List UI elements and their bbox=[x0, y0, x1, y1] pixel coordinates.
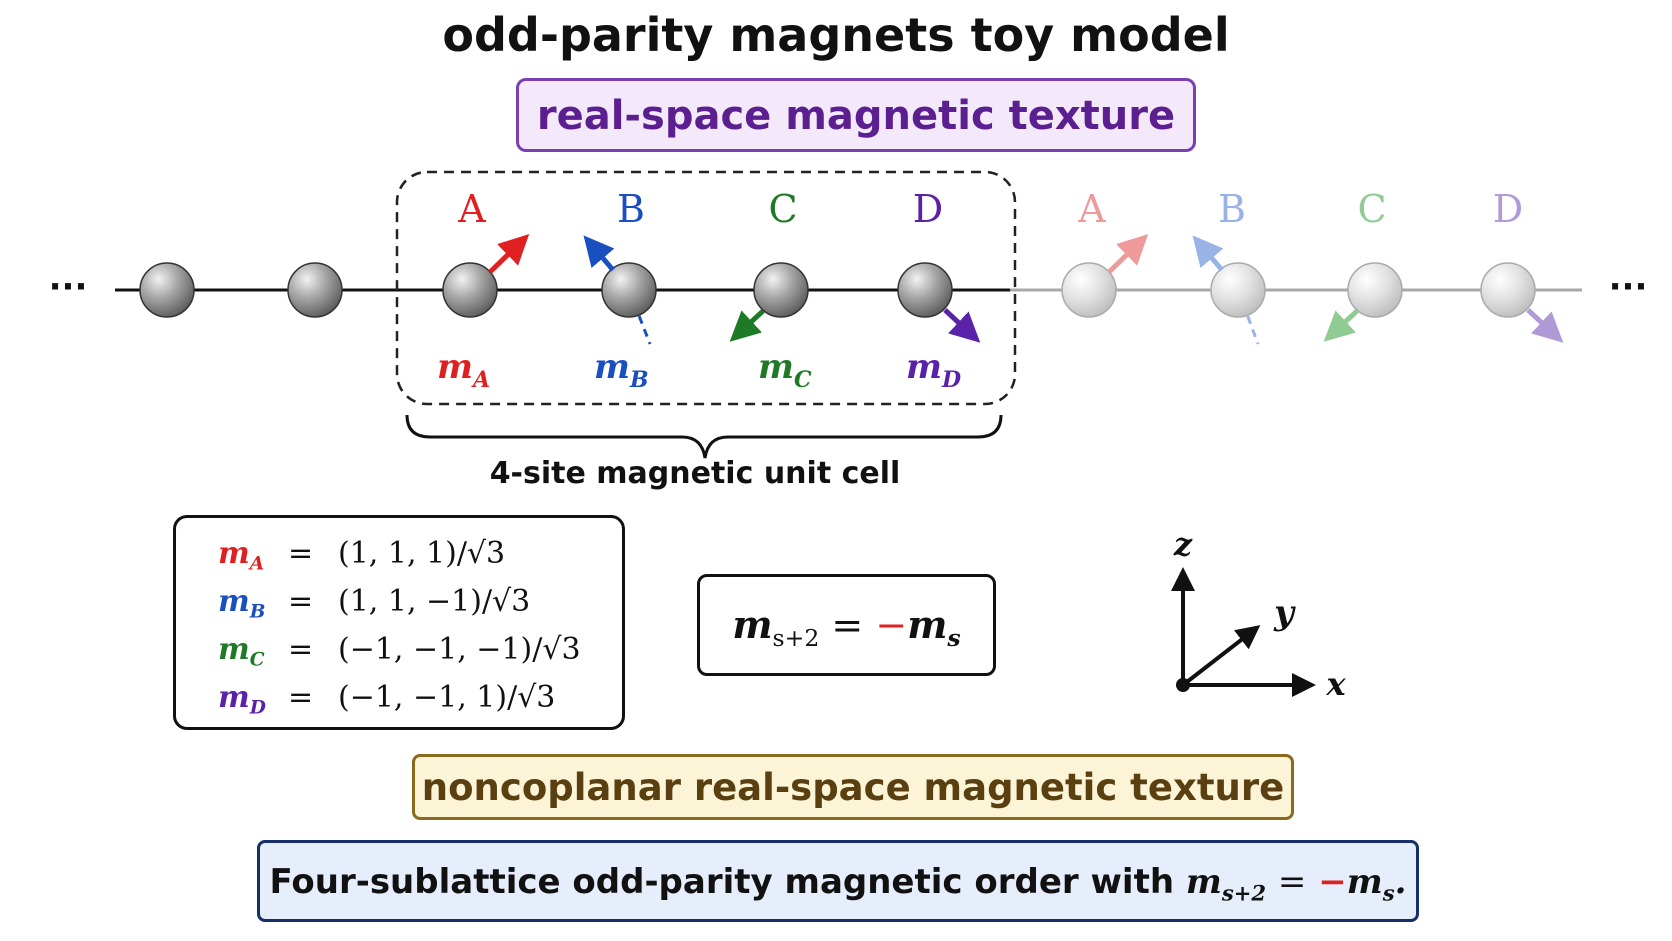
moment-arrow-b bbox=[583, 235, 615, 272]
moment-arrow-a-faded bbox=[1107, 234, 1149, 274]
site-label-a: A bbox=[457, 187, 486, 231]
sphere bbox=[139, 262, 195, 318]
page-title: odd-parity magnets toy model bbox=[442, 8, 1230, 62]
moment-equation-a: mA=(1, 1, 1)/√3 bbox=[218, 536, 506, 575]
site-label-a-faded: A bbox=[1077, 187, 1106, 231]
sphere-b bbox=[601, 262, 657, 318]
moment-value-c: (−1, −1, −1)/√3 bbox=[338, 632, 581, 667]
sphere-b-faded bbox=[1210, 262, 1266, 318]
moment-b-back bbox=[627, 289, 652, 345]
moment-equation-b: mB=(1, 1, −1)/√3 bbox=[218, 584, 531, 623]
moment-arrow-d-faded bbox=[1526, 308, 1564, 343]
unit-cell-label: 4-site magnetic unit cell bbox=[489, 456, 901, 491]
moment-label-d: mD bbox=[906, 347, 961, 393]
relation-box: ms+2 = −ms bbox=[697, 574, 996, 676]
ellipsis-right: ··· bbox=[1609, 267, 1648, 307]
moment-equation-c: mC=(−1, −1, −1)/√3 bbox=[218, 632, 581, 671]
moment-arrow-a bbox=[488, 234, 530, 274]
sphere-c-faded bbox=[1347, 262, 1403, 318]
site-label-b: B bbox=[617, 187, 645, 231]
moment-equations-box: mA=(1, 1, 1)/√3 mB=(1, 1, −1)/√3 mC=(−1,… bbox=[173, 515, 625, 730]
subtitle-noncoplanar-texture: noncoplanar real-space magnetic texture bbox=[412, 754, 1294, 820]
sphere-d-faded bbox=[1480, 262, 1536, 318]
minus-sign: − bbox=[875, 603, 908, 647]
sphere-d bbox=[897, 262, 953, 318]
moment-label-b: mB bbox=[594, 347, 649, 393]
axis-y-arrow bbox=[1181, 625, 1261, 687]
unit-cell-box bbox=[395, 170, 1017, 406]
sphere bbox=[287, 262, 343, 318]
moment-arrow-b-faded bbox=[1192, 235, 1224, 272]
moment-label-c: mC bbox=[758, 347, 812, 393]
summary-banner: Four-sublattice odd-parity magnetic orde… bbox=[257, 840, 1419, 922]
moment-value-d: (−1, −1, 1)/√3 bbox=[338, 680, 556, 715]
site-label-c-faded: C bbox=[1357, 187, 1386, 231]
site-label-c: C bbox=[768, 187, 797, 231]
sphere-a-faded bbox=[1061, 262, 1117, 318]
axis-x-label: x bbox=[1325, 665, 1346, 703]
moment-equation-d: mD=(−1, −1, 1)/√3 bbox=[218, 680, 556, 719]
moment-value-a: (1, 1, 1)/√3 bbox=[338, 536, 506, 571]
moment-arrow-d bbox=[943, 308, 981, 343]
subtitle-real-space-texture: real-space magnetic texture bbox=[516, 78, 1196, 152]
moment-value-b: (1, 1, −1)/√3 bbox=[338, 584, 531, 619]
sphere-c bbox=[753, 262, 809, 318]
ellipsis-left: ··· bbox=[49, 267, 88, 307]
site-label-d-faded: D bbox=[1493, 187, 1523, 231]
sphere-a bbox=[442, 262, 498, 318]
moment-arrow-c bbox=[729, 309, 765, 342]
axis-origin bbox=[1176, 678, 1190, 692]
moment-arrow-c-faded bbox=[1323, 309, 1359, 342]
site-label-b-faded: B bbox=[1218, 187, 1246, 231]
unit-cell-brace bbox=[405, 414, 1003, 459]
axis-y-label: y bbox=[1273, 593, 1296, 633]
moment-label-a: mA bbox=[437, 347, 490, 393]
axis-z-label: z bbox=[1173, 525, 1193, 563]
site-label-d: D bbox=[913, 187, 943, 231]
moment-b-back-faded bbox=[1236, 289, 1260, 345]
